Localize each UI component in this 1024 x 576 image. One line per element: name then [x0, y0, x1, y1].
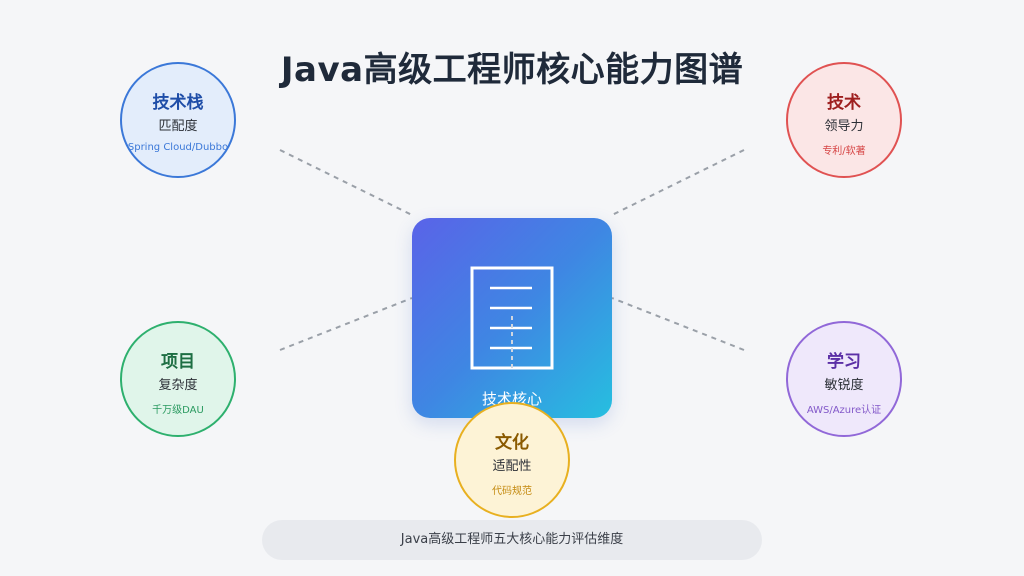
node-tech-stack: 技术栈 匹配度 Spring Cloud/Dubbo — [120, 62, 236, 178]
node-subtitle: 适配性 — [492, 459, 532, 474]
node-detail: 千万级DAU — [152, 405, 204, 416]
node-subtitle: 敏锐度 — [824, 378, 864, 393]
node-heading: 技术栈 — [152, 93, 204, 113]
node-heading: 文化 — [495, 433, 529, 453]
node-detail: Spring Cloud/Dubbo — [127, 142, 229, 153]
node-heading: 项目 — [161, 352, 195, 372]
node-subtitle: 匹配度 — [158, 119, 198, 134]
connector-tech-leadership — [611, 149, 745, 216]
node-detail: 专利/软著 — [822, 146, 866, 157]
node-detail: 代码规范 — [492, 486, 532, 497]
connector-learning — [611, 297, 745, 351]
node-detail: AWS/Azure认证 — [806, 405, 882, 416]
footer-caption: Java高级工程师五大核心能力评估维度 — [262, 520, 762, 560]
node-heading: 学习 — [827, 352, 861, 372]
node-heading: 技术 — [827, 93, 861, 113]
node-culture: 文化 适配性 代码规范 — [454, 402, 570, 518]
node-subtitle: 复杂度 — [158, 378, 198, 393]
node-project: 项目 复杂度 千万级DAU — [120, 321, 236, 437]
connector-tech-stack — [279, 149, 413, 216]
node-tech-leadership: 技术 领导力 专利/软著 — [786, 62, 902, 178]
document-icon — [470, 266, 554, 370]
page-title: Java高级工程师核心能力图谱 — [280, 50, 744, 90]
center-core-card: 技术核心 — [412, 218, 612, 418]
node-subtitle: 领导力 — [824, 119, 864, 134]
connector-project — [279, 297, 413, 351]
node-learning: 学习 敏锐度 AWS/Azure认证 — [786, 321, 902, 437]
